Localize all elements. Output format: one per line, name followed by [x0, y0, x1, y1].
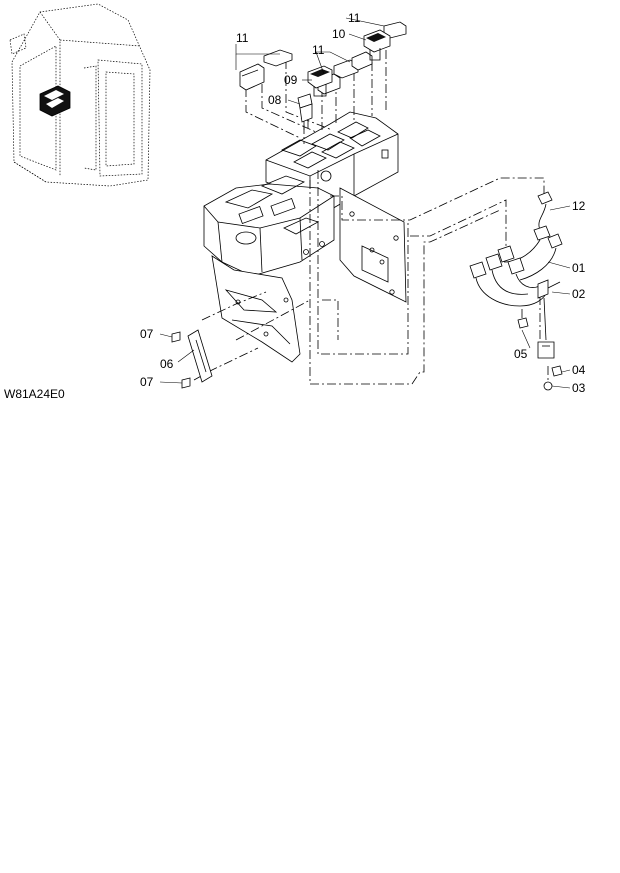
callout-11-top: 11	[348, 11, 361, 25]
callout-10: 10	[332, 27, 346, 41]
callout-11-middle: 11	[312, 43, 325, 57]
fasteners-03-04	[543, 365, 563, 391]
callout-04: 04	[572, 363, 586, 377]
drawing-code: W81A24E0	[4, 387, 65, 401]
console-housing	[203, 111, 407, 363]
callout-06: 06	[160, 357, 174, 371]
callout-08: 08	[268, 93, 282, 107]
cab-console-highlight	[39, 85, 71, 117]
callout-05: 05	[514, 347, 528, 361]
switch-08	[297, 93, 313, 130]
callout-labels: 11 10 11 11 09 08 12 01 02 05 04 03 07 0…	[140, 11, 586, 395]
callout-07-lower: 07	[140, 375, 154, 389]
bolt-05	[517, 317, 529, 329]
cab-outline	[9, 3, 151, 187]
callout-02: 02	[572, 287, 586, 301]
cover-06	[187, 329, 213, 383]
callout-09: 09	[284, 73, 298, 87]
screws-07	[171, 331, 191, 389]
switch-covers	[239, 21, 407, 97]
callout-07-upper: 07	[140, 327, 154, 341]
leader-lines	[159, 17, 571, 389]
callout-11-left: 11	[236, 31, 249, 45]
callout-12: 12	[572, 199, 586, 213]
callout-01: 01	[572, 261, 586, 275]
wiring-harness	[469, 191, 563, 359]
callout-03: 03	[572, 381, 586, 395]
